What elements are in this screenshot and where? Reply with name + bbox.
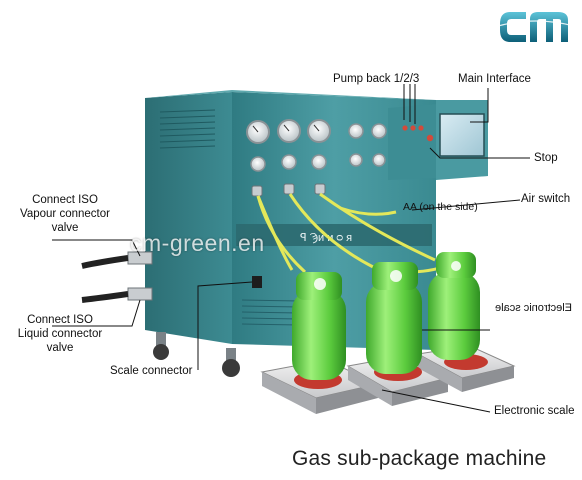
page-caption: Gas sub-package machine: [292, 447, 547, 470]
label-mirrored-scale: Electronic scale: [495, 302, 573, 314]
cabinet-top: [145, 90, 436, 100]
watermark: cm-green.en: [130, 230, 265, 256]
panel-band: [236, 224, 432, 246]
gas-cylinders: [292, 252, 480, 380]
panel-lettering: ꟼ Ϡᴎ ᴎ ᴑ ᴙ: [300, 232, 352, 244]
cabinet-side: [145, 92, 232, 344]
label-vapour-connector: Connect ISO Vapour connector valve: [10, 193, 120, 235]
label-liquid-connector: Connect ISO Liquid connector valve: [2, 313, 118, 355]
callout-lines: [52, 84, 530, 413]
pressure-gauges: [246, 119, 387, 172]
control-box: [388, 100, 488, 180]
brand-logo: [496, 6, 576, 50]
label-liquid-line-2: Liquid connector: [17, 328, 103, 340]
label-pump-back: Pump back 1/2/3: [333, 73, 420, 85]
front-vents: [241, 299, 301, 326]
label-stop: Stop: [534, 152, 558, 164]
label-vapour-line-3: valve: [51, 222, 79, 234]
valves: [251, 183, 326, 197]
label-vapour-line-1: Connect ISO: [32, 194, 98, 206]
label-main-interface: Main Interface: [458, 73, 531, 85]
main-interface-screen: [439, 113, 485, 157]
iso-connectors: [81, 251, 153, 303]
label-liquid-line-3: valve: [46, 342, 74, 354]
side-note: AA (on the side): [403, 201, 478, 213]
label-electronic-scale: Electronic scale: [494, 405, 575, 417]
label-vapour-line-2: Vapour connector: [20, 208, 110, 220]
wheels: [153, 332, 240, 377]
side-vents: [159, 109, 216, 149]
label-air-switch: Air switch: [521, 193, 571, 205]
label-scale-connector: Scale connector: [110, 365, 193, 377]
label-liquid-line-1: Connect ISO: [27, 314, 93, 326]
scale-connector-port: [252, 276, 262, 288]
